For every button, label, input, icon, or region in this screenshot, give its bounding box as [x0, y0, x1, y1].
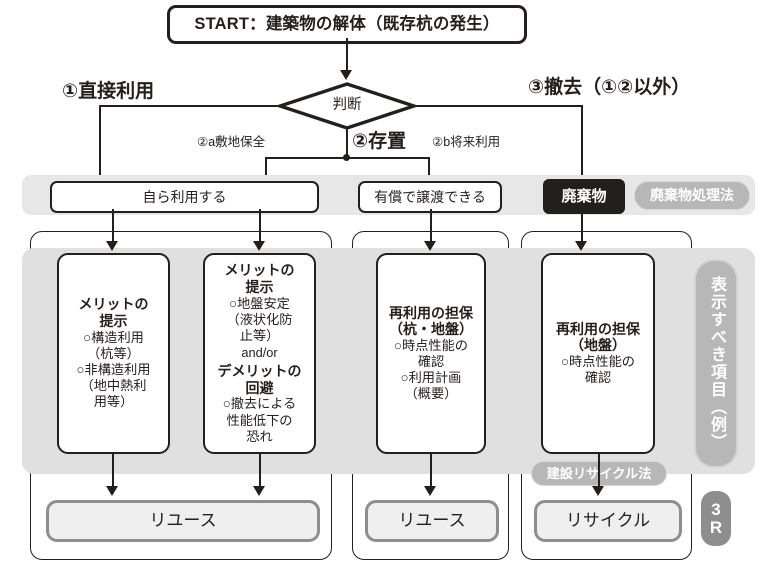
- detail-box-2-line-3: 止等）: [239, 328, 280, 344]
- category-box-paid-transfer: 有償で譲渡できる: [358, 181, 502, 213]
- result-box-reuse-direct-label: リユース: [149, 510, 217, 530]
- arrowhead-result-1b: [253, 486, 265, 496]
- connector-decision-right: [415, 105, 583, 107]
- result-box-reuse-transfer-label: リユース: [398, 510, 466, 530]
- detail-box-1-line-3: ○非構造利用: [76, 362, 151, 378]
- connector-2a-horizontal: [265, 157, 347, 159]
- detail-box-1-heading: メリットの 提示: [78, 296, 149, 330]
- detail-box-3-line-2: 確認: [417, 354, 445, 370]
- result-box-recycle-label: リサイクル: [565, 510, 651, 530]
- start-node: START：建築物の解体（既存杭の発生）: [167, 5, 527, 44]
- detail-box-1-line-1: ○構造利用: [83, 330, 144, 346]
- law-pill-waste-disposal-act: 廃棄物処理法: [634, 181, 750, 210]
- decision-label-text: 判断: [332, 97, 362, 114]
- detail-box-3-heading: 再利用の担保 （杭・地盤）: [389, 304, 473, 338]
- connector-decision-left-down: [99, 105, 101, 182]
- detail-box-4-line-2: 確認: [584, 370, 612, 386]
- branch-label-removal: ③撤去（①②以外）: [528, 77, 691, 98]
- detail-box-2-line2-3: 恐れ: [246, 428, 273, 444]
- connector-2b-down: [428, 157, 430, 182]
- detail-box-1-line-4: （地中熱利: [80, 378, 147, 394]
- detail-box-reuse-ground: 再利用の担保 （地盤） ○時点性能の 確認: [541, 253, 655, 454]
- connector-2a-down: [265, 157, 267, 182]
- result-box-reuse-direct: リユース: [46, 500, 320, 542]
- law-pill-waste-disposal-act-label: 廃棄物処理法: [650, 187, 734, 204]
- category-box-waste-label: 廃棄物: [561, 187, 607, 205]
- connector-paid-transfer-to-detail-3: [430, 209, 432, 243]
- branch-label-direct-use: ①直接利用: [62, 81, 155, 102]
- connector-detail-3-to-result: [430, 454, 432, 488]
- badge-3r: 3 R: [701, 491, 731, 546]
- badge-3r-top: 3: [711, 499, 721, 519]
- connector-decision-left: [99, 105, 279, 107]
- detail-box-2-heading: メリットの 提示: [224, 262, 295, 296]
- arrowhead-to-decision: [340, 70, 352, 80]
- detail-box-4-heading: 再利用の担保 （地盤）: [556, 320, 640, 354]
- category-box-paid-transfer-label: 有償で譲渡できる: [374, 188, 486, 205]
- arrowhead-detail-1: [106, 241, 118, 251]
- detail-box-1-line-5: 用等）: [93, 394, 134, 410]
- connector-start-to-decision: [346, 38, 348, 72]
- connector-self-use-to-detail-2: [259, 209, 261, 243]
- branch-sublabel-future-use: ②b将来利用: [432, 135, 501, 149]
- arrowhead-detail-4: [575, 241, 587, 251]
- connector-decision-right-down: [581, 105, 583, 180]
- branch-sublabel-site-preservation: ②a敷地保全: [197, 135, 266, 149]
- detail-box-2-heading-2: デメリットの 回避: [217, 362, 302, 396]
- category-box-waste: 廃棄物: [543, 179, 625, 214]
- detail-box-direct-ground: メリットの 提示 ○地盤安定 （液状化防 止等） and/or デメリットの 回…: [203, 253, 316, 454]
- detail-box-4-line-1: ○時点性能の: [561, 354, 635, 370]
- arrowhead-result-1a: [106, 486, 118, 496]
- detail-box-2-line-1: ○地盤安定: [229, 295, 290, 311]
- decision-label: 判断: [277, 82, 417, 130]
- connector-2b-horizontal: [346, 157, 429, 159]
- badge-3r-bottom: R: [709, 517, 723, 537]
- category-box-self-use: 自ら利用する: [50, 181, 319, 213]
- category-box-self-use-label: 自ら利用する: [142, 188, 227, 205]
- detail-box-2-line-2: （液状化防: [226, 312, 293, 327]
- start-node-label: START：建築物の解体（既存杭の発生）: [194, 14, 500, 33]
- detail-box-3-line-1: ○時点性能の: [394, 338, 468, 354]
- arrowhead-detail-2: [253, 241, 265, 251]
- branch-label-retention: ②存置: [352, 131, 407, 152]
- arrowhead-result-3: [592, 486, 604, 496]
- result-box-recycle: リサイクル: [534, 500, 682, 542]
- detail-box-1-line-2: （杭等）: [87, 346, 140, 362]
- arrowhead-detail-3: [424, 241, 436, 251]
- detail-box-reuse-pile-ground: 再利用の担保 （杭・地盤） ○時点性能の 確認 ○利用計画 （概要）: [376, 253, 486, 454]
- detail-box-3-line-4: （概要）: [404, 386, 458, 402]
- arrowhead-result-2: [424, 486, 436, 496]
- connector-detail-1-to-result: [112, 454, 114, 488]
- connector-decision-bottom: [346, 128, 348, 158]
- connector-waste-to-detail-4: [581, 210, 583, 243]
- detail-box-2-line2-2: 性能低下の: [226, 412, 293, 428]
- connector-self-use-to-detail-1: [112, 209, 114, 243]
- detail-box-direct-structural: メリットの 提示 ○構造利用 （杭等） ○非構造利用 （地中熱利 用等）: [57, 253, 170, 454]
- detail-box-2-line2-1: ○撤去による: [222, 396, 297, 412]
- side-pill-display-items: 表示すべき項目（例）: [694, 259, 738, 468]
- connector-detail-4-to-result: [598, 454, 600, 488]
- result-box-reuse-transfer: リユース: [365, 500, 499, 542]
- connector-detail-2-to-result: [259, 454, 261, 488]
- detail-box-2-conjunction: and/or: [241, 345, 278, 361]
- detail-box-3-line-3: ○利用計画: [400, 370, 462, 386]
- side-pill-display-items-label: 表示すべき項目（例）: [708, 276, 725, 451]
